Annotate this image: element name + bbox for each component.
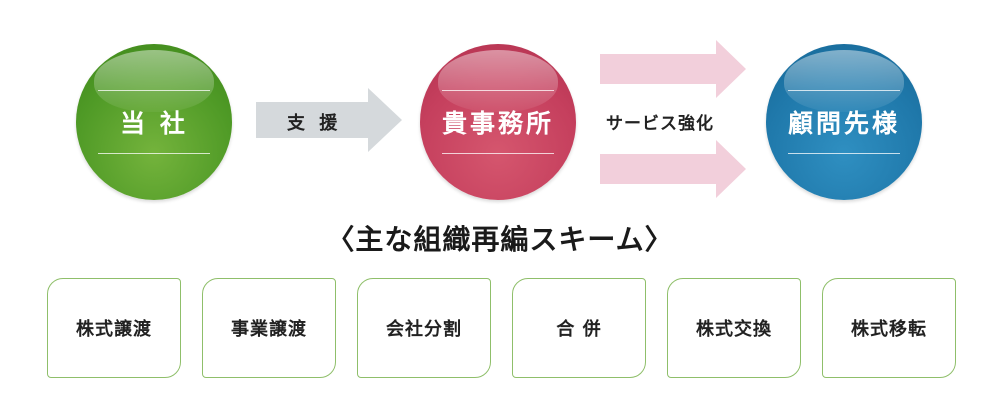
divider-line bbox=[788, 153, 900, 154]
divider-line bbox=[442, 90, 554, 91]
divider-line bbox=[442, 153, 554, 154]
scheme-box-company-split: 会社分割 bbox=[357, 278, 491, 378]
gloss-highlight bbox=[784, 50, 904, 112]
divider-line bbox=[98, 153, 210, 154]
company-circle: 当 社 bbox=[76, 44, 232, 200]
gloss-highlight bbox=[94, 50, 214, 112]
scheme-box-share-transfer-holding: 株式移転 bbox=[822, 278, 956, 378]
divider-line bbox=[98, 90, 210, 91]
service-arrow-lower bbox=[600, 140, 746, 198]
scheme-box-merger: 合 併 bbox=[512, 278, 646, 378]
support-arrow bbox=[256, 88, 402, 152]
service-arrow-upper bbox=[600, 40, 746, 98]
scheme-box-share-transfer: 株式譲渡 bbox=[47, 278, 181, 378]
company-label: 当 社 bbox=[120, 109, 188, 138]
client-circle: 顧問先様 bbox=[766, 44, 922, 200]
scheme-heading: 〈主な組織再編スキーム〉 bbox=[326, 223, 674, 256]
client-label: 顧問先様 bbox=[787, 109, 900, 138]
support-arrow-label: 支 援 bbox=[287, 113, 342, 134]
scheme-box-share-exchange: 株式交換 bbox=[667, 278, 801, 378]
gloss-highlight bbox=[438, 50, 558, 112]
service-label: サービス強化 bbox=[606, 114, 714, 134]
scheme-box-business-transfer: 事業譲渡 bbox=[202, 278, 336, 378]
divider-line bbox=[788, 90, 900, 91]
office-circle: 貴事務所 bbox=[420, 44, 576, 200]
office-label: 貴事務所 bbox=[441, 109, 554, 138]
